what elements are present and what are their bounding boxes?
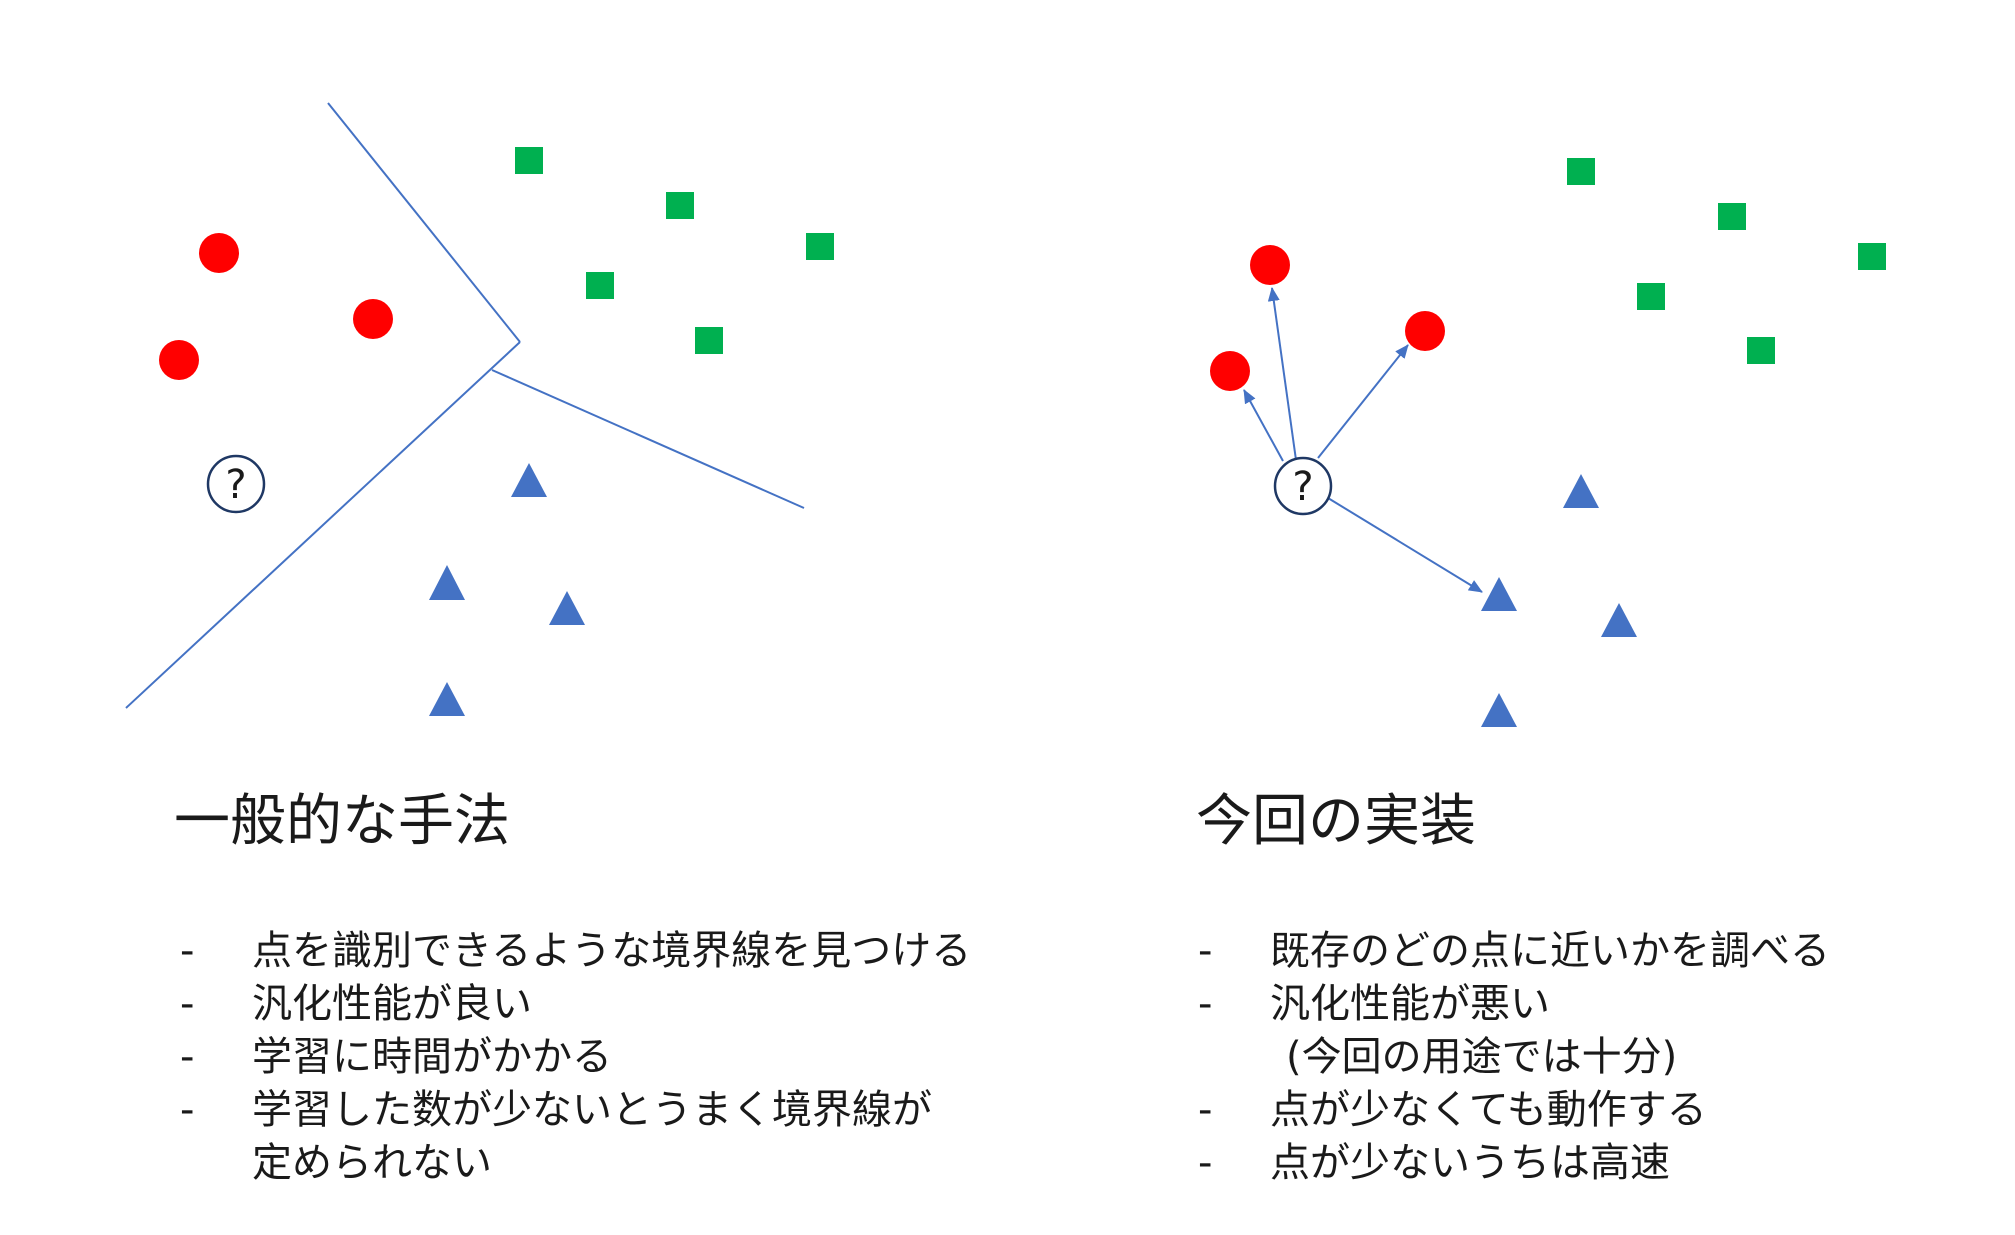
bullet-dash: - (1198, 1087, 1213, 1133)
bullet-dash: - (1198, 981, 1213, 1027)
bullet-dash: - (180, 1034, 195, 1080)
left-green-class-points (515, 147, 834, 354)
left-panel-title: 一般的な手法 (174, 789, 510, 854)
arrow-to-red-right (1317, 344, 1409, 459)
green-point (515, 147, 543, 174)
query-mark: ? (225, 462, 246, 508)
query-circle (1273, 456, 1333, 516)
left-bullet-list: - 点を識別できるような境界線を見つける - 汎化性能が良い - 学習に時間がかかる - 学習… (180, 925, 971, 1190)
boundary-line-lower-right (491, 369, 805, 509)
right-panel-title: 今回の実装 (1196, 789, 1476, 854)
bullet-text: (今回の用途では十分) (1286, 1034, 1678, 1080)
left-red-class-points (159, 233, 393, 380)
bullet-dash: - (1198, 928, 1213, 974)
right-red-class-points (1210, 245, 1445, 391)
right-query-point: ? (1273, 456, 1333, 516)
arrow-to-blue-nearest (1327, 497, 1483, 593)
red-point (159, 340, 199, 380)
green-point (806, 233, 834, 260)
neighbor-arrows (1243, 287, 1483, 593)
bullet-text: 汎化性能が良い (252, 981, 532, 1027)
red-point (1250, 245, 1290, 285)
green-point (586, 272, 614, 299)
bullet-text: 学習に時間がかかる (252, 1034, 612, 1080)
bullet-text: 点を識別できるような境界線を見つける (252, 928, 972, 974)
bullet-text: 定められない (252, 1140, 492, 1186)
left-query-point: ? (206, 454, 266, 514)
bullet-item: - 点が少なくても動作する (1198, 1084, 1830, 1137)
red-point (199, 233, 239, 273)
boundary-line-upper (327, 102, 521, 343)
blue-point (1601, 603, 1637, 637)
green-point (1747, 337, 1775, 364)
bullet-item: - 既存のどの点に近いかを調べる (1198, 925, 1830, 978)
bullet-item: - 学習した数が少ないとうまく境界線が定められない (180, 1084, 971, 1190)
left-blue-class-points (429, 463, 585, 716)
green-point (1718, 203, 1746, 230)
bullet-text: 点が少ないうちは高速 (1270, 1140, 1670, 1186)
blue-point (1481, 693, 1517, 727)
red-point (1210, 351, 1250, 391)
green-point (666, 192, 694, 219)
bullet-text: 既存のどの点に近いかを調べる (1270, 928, 1830, 974)
right-blue-class-points (1481, 474, 1637, 727)
query-circle (206, 454, 266, 514)
bullet-item: - 点が少ないうちは高速 (1198, 1137, 1830, 1190)
bullet-dash: - (1198, 1140, 1213, 1186)
blue-point (511, 463, 547, 497)
blue-point (549, 591, 585, 625)
blue-point (1563, 474, 1599, 508)
bullet-text: 汎化性能が悪い (1270, 981, 1550, 1027)
blue-point (429, 682, 465, 716)
blue-point (1481, 577, 1517, 611)
green-point (1858, 243, 1886, 270)
right-bullet-list: - 既存のどの点に近いかを調べる - 汎化性能が悪い (今回の用途では十分) - 点が少なく… (1198, 925, 1830, 1190)
green-point (1637, 283, 1665, 310)
boundary-line-lower-left (125, 341, 521, 709)
bullet-text: 点が少なくても動作する (1270, 1087, 1707, 1133)
blue-point (429, 565, 465, 600)
right-green-class-points (1567, 158, 1886, 364)
bullet-item: - 点を識別できるような境界線を見つける (180, 925, 971, 978)
arrow-to-red-left (1243, 389, 1284, 462)
bullet-item: - 汎化性能が良い (180, 978, 971, 1031)
bullet-text: 学習した数が少ないとうまく境界線が (252, 1087, 932, 1133)
red-point (1405, 311, 1445, 351)
green-point (695, 327, 723, 354)
red-point (353, 299, 393, 339)
green-point (1567, 158, 1595, 185)
bullet-item: - 学習に時間がかかる (180, 1031, 971, 1084)
arrow-to-red-top (1267, 287, 1297, 461)
bullet-dash: - (180, 981, 195, 1027)
query-mark: ? (1292, 464, 1313, 510)
decision-boundaries (125, 102, 805, 709)
bullet-dash: - (180, 1087, 195, 1133)
bullet-item: - 汎化性能が悪い (今回の用途では十分) (1198, 978, 1830, 1084)
bullet-dash: - (180, 928, 195, 974)
